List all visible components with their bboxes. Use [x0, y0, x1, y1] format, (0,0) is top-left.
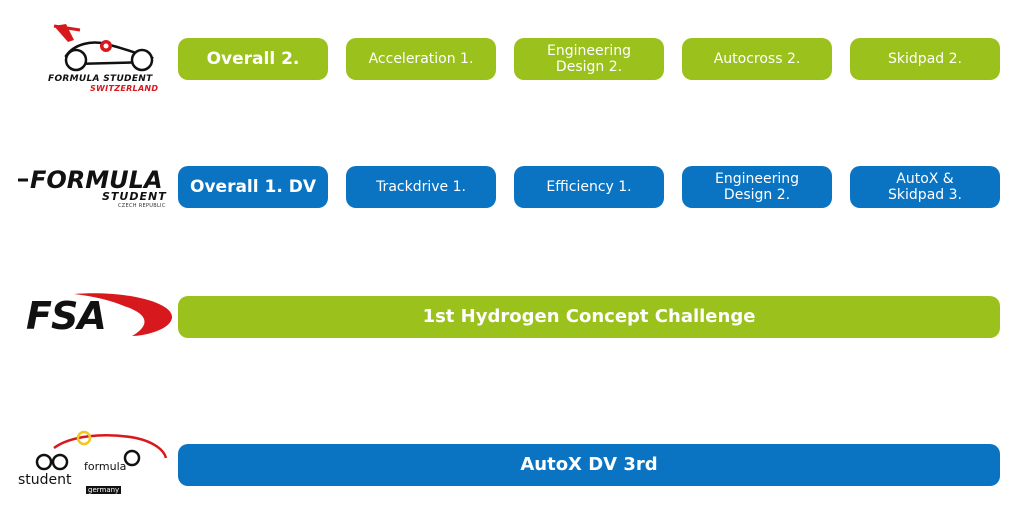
result-pill-efficiency: Efficiency 1. — [514, 166, 664, 208]
result-pill-hydrogen-concept: 1st Hydrogen Concept Challenge — [178, 296, 1000, 338]
formula-student-germany-logo: formula student germany — [14, 428, 174, 508]
logo-line-3: germany — [86, 486, 122, 494]
result-pill-autox-skidpad: AutoX & Skidpad 3. — [850, 166, 1000, 208]
logo-line-1: formula — [84, 460, 127, 473]
formula-student-switzerland-logo: FORMULA STUDENT SWITZERLAND — [14, 18, 174, 98]
logo-line-1: FORMULA — [30, 166, 163, 194]
fsa-logo: FSA — [14, 288, 174, 368]
logo-line-2: SWITZERLAND — [90, 84, 159, 93]
czech-logo-mark-icon — [18, 178, 28, 182]
formula-student-czech-logo: FORMULA STUDENT CZECH REPUBLIC — [14, 158, 174, 238]
logo-line-3: CZECH REPUBLIC — [118, 203, 166, 209]
result-pill-overall: Overall 2. — [178, 38, 328, 80]
result-pill-skidpad: Skidpad 2. — [850, 38, 1000, 80]
germany-car-icon — [35, 430, 168, 471]
result-pill-autocross: Autocross 2. — [682, 38, 832, 80]
logo-line-2: STUDENT — [102, 190, 167, 203]
logo-text: FSA — [26, 294, 107, 338]
result-pill-acceleration: Acceleration 1. — [346, 38, 496, 80]
logo-line-1: FORMULA STUDENT — [48, 74, 153, 84]
result-pill-trackdrive: Trackdrive 1. — [346, 166, 496, 208]
logo-line-2: student — [18, 472, 72, 488]
result-pill-engineering-design: Engineering Design 2. — [682, 166, 832, 208]
result-pill-overall-dv: Overall 1. DV — [178, 166, 328, 208]
race-car-icon — [53, 24, 154, 72]
result-pill-autox-dv: AutoX DV 3rd — [178, 444, 1000, 486]
fsa-swoosh-icon — [74, 293, 173, 336]
result-pill-engineering-design: Engineering Design 2. — [514, 38, 664, 80]
